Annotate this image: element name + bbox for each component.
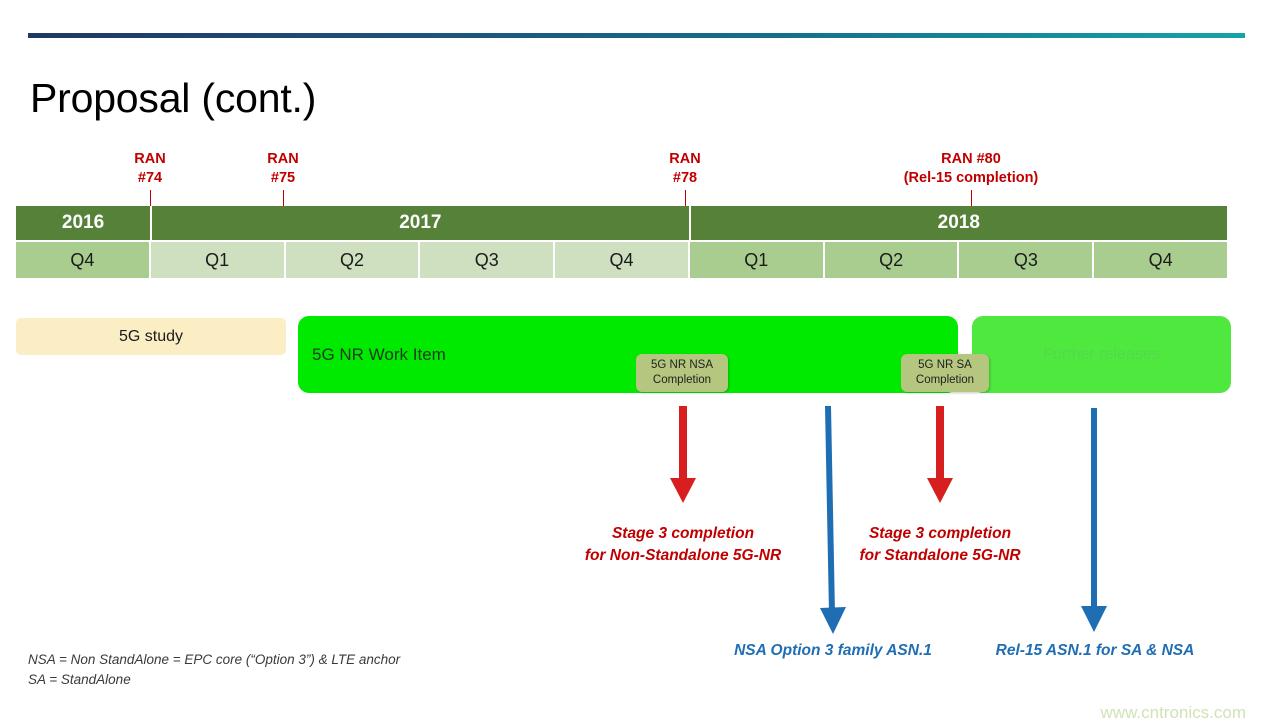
footnote-line2: SA = StandAlone (28, 672, 131, 688)
timeline-quarter-2016-q4: Q4 (16, 242, 151, 278)
caption-stage3-nsa-line2: for Non-Standalone 5G-NR (584, 547, 782, 564)
milestone-chip-nsa-line2: Completion (652, 374, 712, 386)
timeline-year-2017-label: 2017 (399, 212, 442, 233)
timeline-quarter-2018-q2: Q2 (824, 242, 960, 278)
timeline-quarter-label: Q3 (1013, 249, 1038, 270)
timeline-quarter-label: Q1 (744, 249, 769, 270)
ran-marker-78-tick (685, 190, 686, 206)
timeline-year-2018-label: 2018 (937, 212, 980, 233)
caption-asn1-nsa: NSA Option 3 family ASN.1 (734, 642, 932, 659)
milestone-chip-sa-line1: 5G NR SA (918, 359, 972, 372)
timeline-quarter-2018-q3: Q3 (959, 242, 1095, 278)
timeline-quarter-2017-q3: Q3 (420, 242, 556, 278)
caption-stage3-nsa: Stage 3 completion for Non-Standalone 5G… (563, 523, 803, 567)
timeline-quarter-label: Q2 (339, 249, 364, 270)
bar-further-releases-label: Further releases (1043, 345, 1160, 363)
timeline-quarter-label: Q1 (205, 249, 230, 270)
ran-marker-80-line1: RAN #80 (941, 151, 1001, 167)
ran-marker-75-tick (283, 190, 284, 206)
timeline-quarter-label: Q4 (1148, 249, 1173, 270)
timeline-quarter-label: Q4 (70, 249, 95, 270)
arrow-blue-nsa-asn1 (820, 405, 846, 634)
arrow-red-sa (927, 406, 953, 503)
ran-marker-75-line1: RAN (267, 151, 299, 167)
watermark: www.cntronics.com (1100, 703, 1246, 722)
timeline-quarter-label: Q4 (609, 249, 634, 270)
ran-marker-80: RAN #80 (Rel-15 completion) (851, 150, 1091, 188)
ran-marker-75: RAN #75 (238, 150, 328, 188)
arrow-blue-rel15-asn1 (1081, 408, 1107, 632)
bar-further-releases: Further releases (972, 316, 1231, 393)
milestone-chip-nsa-completion: 5G NR NSA Completion (636, 354, 728, 392)
bar-5g-study: 5G study (16, 318, 286, 355)
caption-stage3-sa-line1: Stage 3 completion (868, 525, 1012, 542)
ran-marker-78: RAN #78 (640, 150, 730, 188)
caption-stage3-sa: Stage 3 completion for Standalone 5G-NR (845, 523, 1035, 567)
timeline-year-2016-label: 2016 (61, 212, 105, 233)
timeline-quarter-label: Q3 (474, 249, 499, 270)
ran-marker-80-tick (971, 190, 972, 206)
ran-marker-74: RAN #74 (105, 150, 195, 188)
ran-marker-74-tick (150, 190, 151, 206)
bar-5g-nr-work-item (298, 316, 958, 393)
ran-marker-80-line2: (Rel-15 completion) (903, 170, 1039, 187)
timeline-table: 2016 2017 2018 Q4 Q1 Q2 Q3 Q4 (16, 206, 1228, 278)
top-accent-rule (28, 33, 1245, 38)
timeline-year-2018: 2018 (690, 206, 1227, 240)
ran-marker-74-line1: RAN (134, 151, 166, 167)
arrow-red-nsa (670, 406, 696, 503)
milestone-chip-sa-line2: Completion (915, 374, 975, 386)
timeline-quarter-2017-q1: Q1 (150, 242, 286, 278)
timeline-quarter-2018-q1: Q1 (689, 242, 825, 278)
bar-5g-study-label: 5G study (118, 327, 184, 345)
footnote-legend: NSA = Non StandAlone = EPC core (“Option… (28, 650, 400, 691)
page-title: Proposal (cont.) (30, 75, 317, 121)
timeline-quarter-2017-q2: Q2 (285, 242, 421, 278)
ran-marker-78-line2: #78 (672, 170, 698, 187)
milestone-chip-sa-completion: 5G NR SA Completion (901, 354, 989, 392)
timeline-quarter-2018-q4: Q4 (1094, 242, 1228, 278)
milestone-chip-nsa-line1: 5G NR NSA (651, 359, 713, 372)
footnote-line1: NSA = Non StandAlone = EPC core (“Option… (28, 652, 401, 667)
timeline-year-2016: 2016 (16, 206, 153, 240)
timeline-quarter-2017-q4: Q4 (555, 242, 690, 278)
caption-asn1-rel15: Rel-15 ASN.1 for SA & NSA (995, 642, 1195, 659)
timeline-year-2017: 2017 (152, 206, 691, 240)
caption-stage3-nsa-line1: Stage 3 completion (611, 525, 755, 542)
ran-marker-78-line1: RAN (669, 151, 701, 167)
timeline-quarter-row: Q4 Q1 Q2 Q3 Q4 Q1 Q2 Q3 (16, 242, 1228, 278)
timeline-quarter-label: Q2 (879, 249, 904, 270)
ran-marker-75-line2: #75 (270, 170, 296, 187)
timeline-year-row: 2016 2017 2018 (16, 206, 1227, 240)
caption-stage3-sa-line2: for Standalone 5G-NR (859, 547, 1021, 564)
bar-5g-nr-work-item-label: 5G NR Work Item (312, 345, 446, 364)
ran-marker-74-line2: #74 (137, 170, 163, 187)
